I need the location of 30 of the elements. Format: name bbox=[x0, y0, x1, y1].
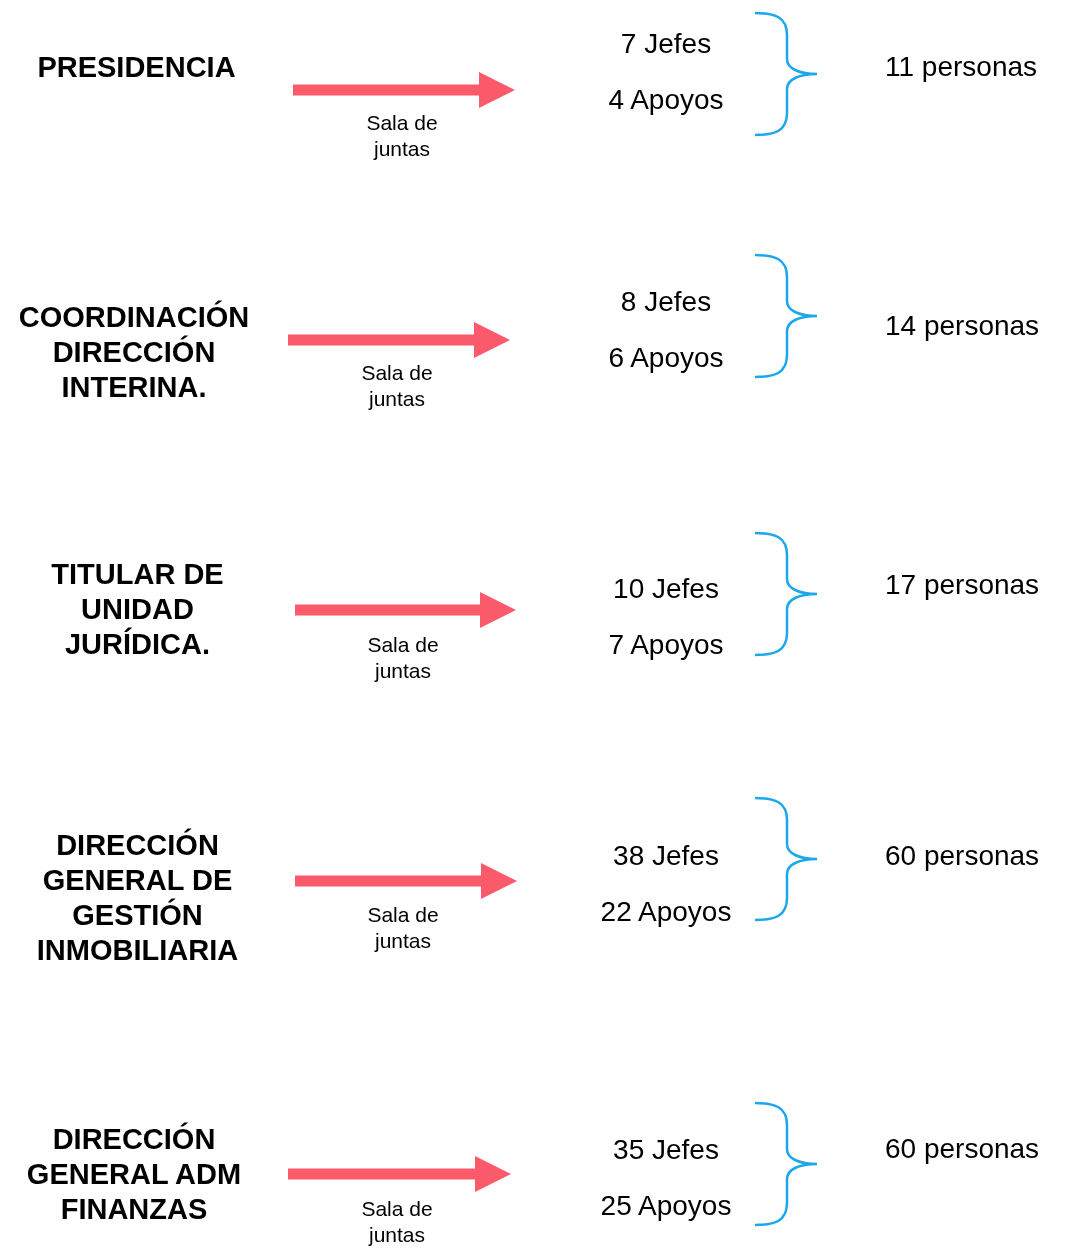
count-text: 38 Jefes bbox=[613, 839, 719, 873]
total-text: 14 personas bbox=[885, 309, 1040, 343]
count-text: 25 Apoyos bbox=[600, 1189, 732, 1223]
count-text: 6 Apoyos bbox=[608, 341, 724, 375]
edge-label: Sala de juntas bbox=[360, 1196, 434, 1248]
count-text: 7 Jefes bbox=[620, 27, 712, 61]
edge-label: Sala de juntas bbox=[360, 360, 434, 412]
edge-label: Sala de juntas bbox=[366, 902, 440, 954]
edge-label: Sala de juntas bbox=[366, 632, 440, 684]
arrow bbox=[288, 322, 510, 358]
total-text: 17 personas bbox=[885, 568, 1040, 602]
section-title: TITULAR DE UNIDAD JURÍDICA. bbox=[50, 557, 225, 662]
arrow bbox=[293, 72, 515, 108]
count-text: 4 Apoyos bbox=[608, 83, 724, 117]
count-text: 7 Apoyos bbox=[608, 628, 724, 662]
count-text: 8 Jefes bbox=[620, 285, 712, 319]
section-title: COORDINACIÓN DIRECCIÓN INTERINA. bbox=[17, 300, 251, 405]
total-text: 60 personas bbox=[885, 1132, 1040, 1166]
edge-label: Sala de juntas bbox=[365, 110, 439, 162]
arrow bbox=[295, 863, 517, 899]
section-title: DIRECCIÓN GENERAL DE GESTIÓN INMOBILIARIA bbox=[35, 827, 240, 968]
count-text: 10 Jefes bbox=[613, 572, 719, 606]
arrow bbox=[295, 592, 516, 628]
section-title: DIRECCIÓN GENERAL ADM FINANZAS bbox=[25, 1122, 243, 1227]
total-text: 11 personas bbox=[885, 50, 1038, 84]
total-text: 60 personas bbox=[885, 839, 1040, 873]
count-text: 35 Jefes bbox=[613, 1133, 719, 1167]
arrow bbox=[288, 1156, 511, 1192]
section-title: PRESIDENCIA bbox=[36, 50, 237, 85]
count-text: 22 Apoyos bbox=[600, 895, 732, 929]
